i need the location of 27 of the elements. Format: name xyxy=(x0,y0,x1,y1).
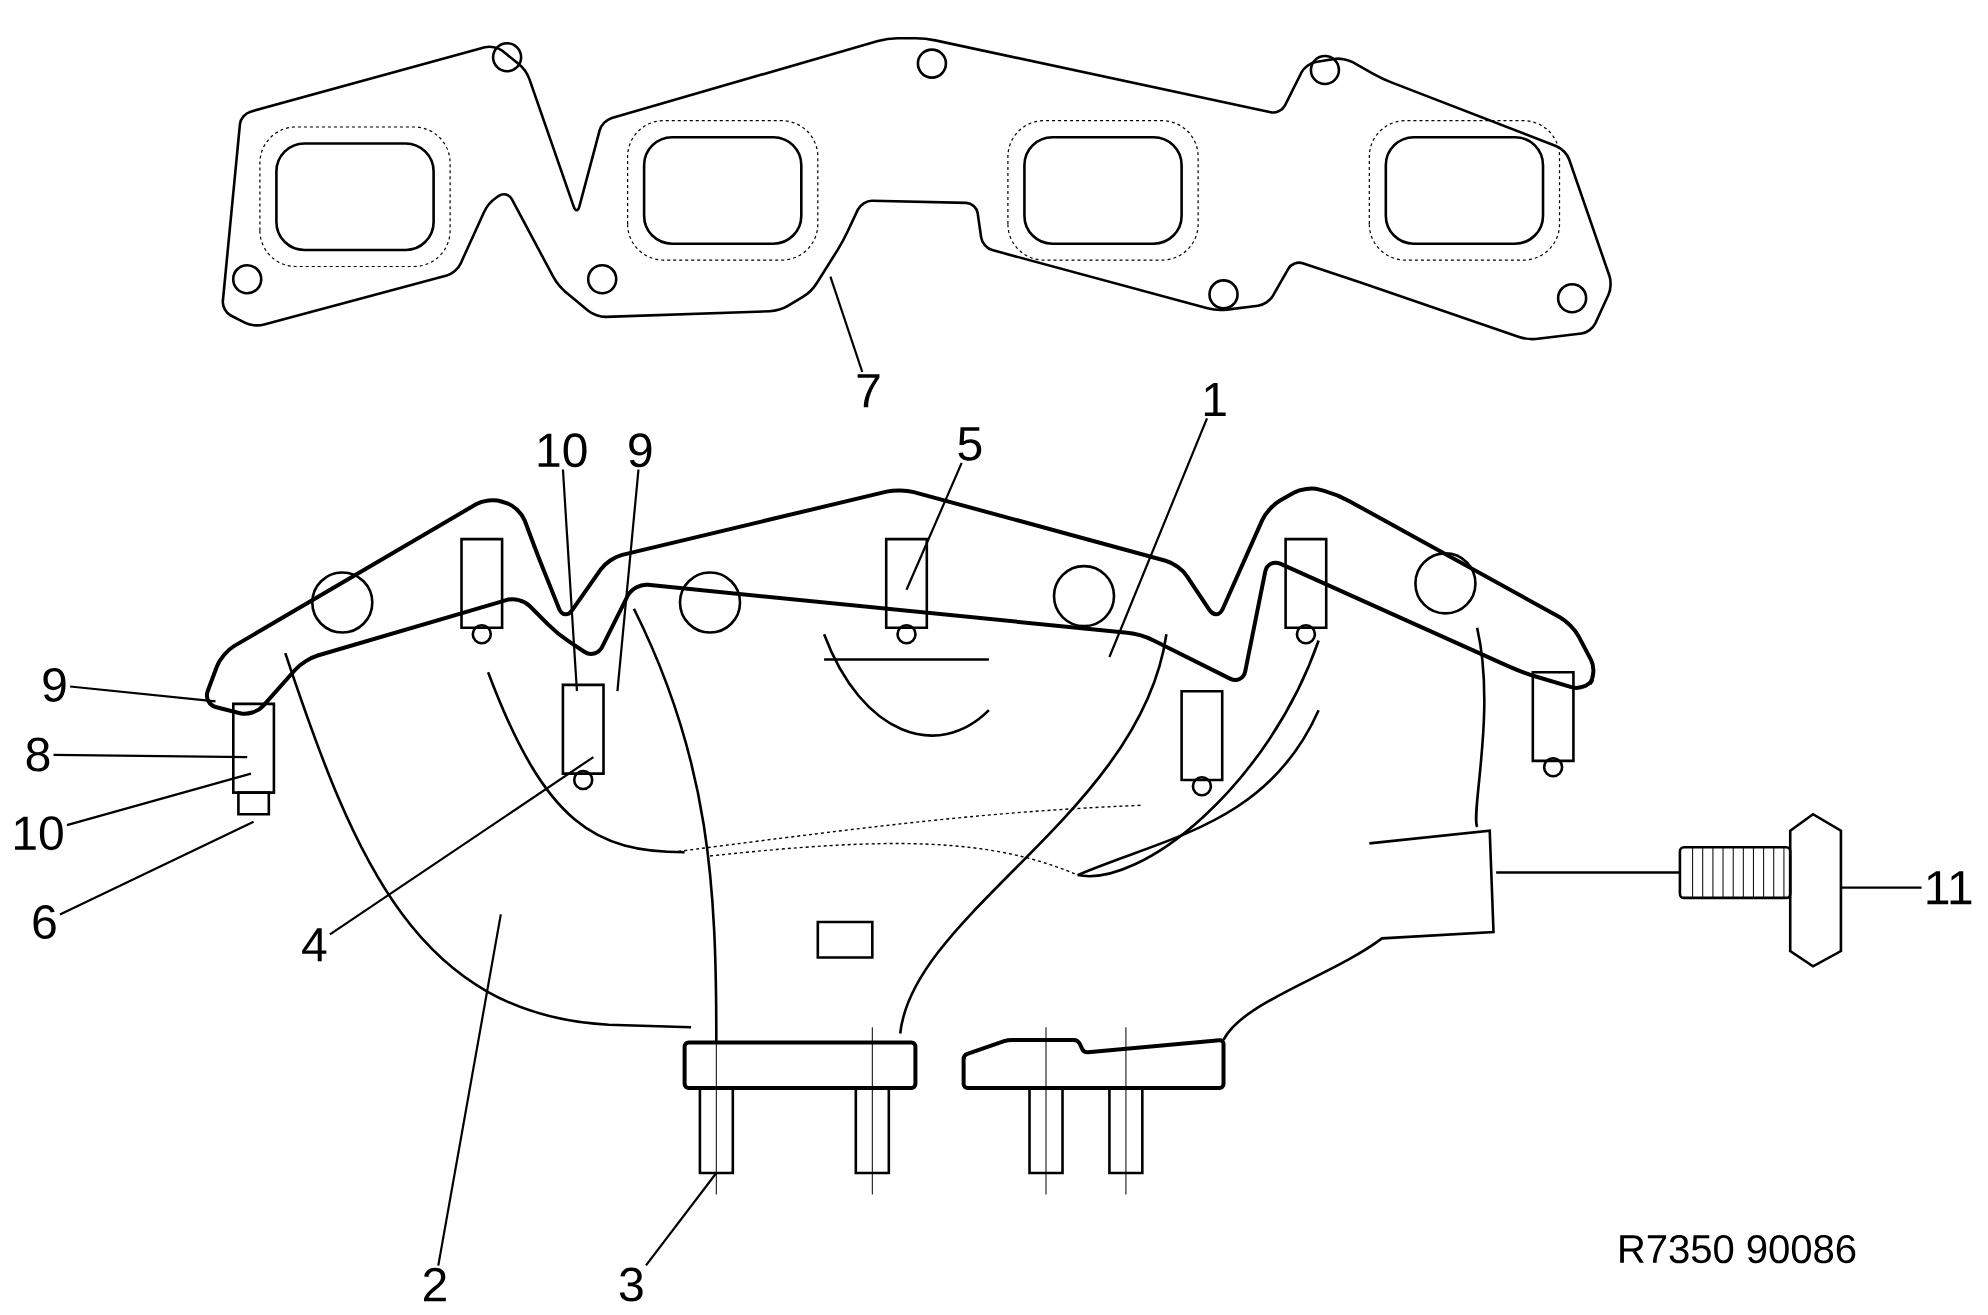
leader-line xyxy=(53,753,248,759)
leader-line xyxy=(69,685,216,703)
leader-line xyxy=(1108,417,1208,658)
leader-line xyxy=(66,772,252,827)
callout-number: 9 xyxy=(43,667,66,702)
callout-number: 1 xyxy=(1204,383,1226,417)
callout-number: 9 xyxy=(629,433,652,468)
callout-number: 11 xyxy=(1927,871,1972,905)
callout-number: 3 xyxy=(619,1267,643,1302)
callout-number: 10 xyxy=(538,433,587,468)
leader-line xyxy=(329,756,595,936)
callout-number: 4 xyxy=(302,928,327,962)
callout-number: 8 xyxy=(26,737,50,772)
figure-code: R7350 90086 xyxy=(1620,1234,1856,1264)
leader-line xyxy=(59,820,255,916)
callout-number: 10 xyxy=(14,816,63,851)
leader-line xyxy=(561,469,578,692)
callout-number: 6 xyxy=(33,905,56,939)
callout-number: 7 xyxy=(857,374,880,408)
leader-line xyxy=(616,469,640,692)
leader-line xyxy=(1840,886,1922,889)
leader-line xyxy=(905,462,963,591)
leader-line xyxy=(437,914,502,1266)
leader-line xyxy=(829,276,864,373)
leader-line xyxy=(645,1172,718,1267)
callout-number: 5 xyxy=(958,427,982,461)
callout-number: 2 xyxy=(424,1267,446,1302)
